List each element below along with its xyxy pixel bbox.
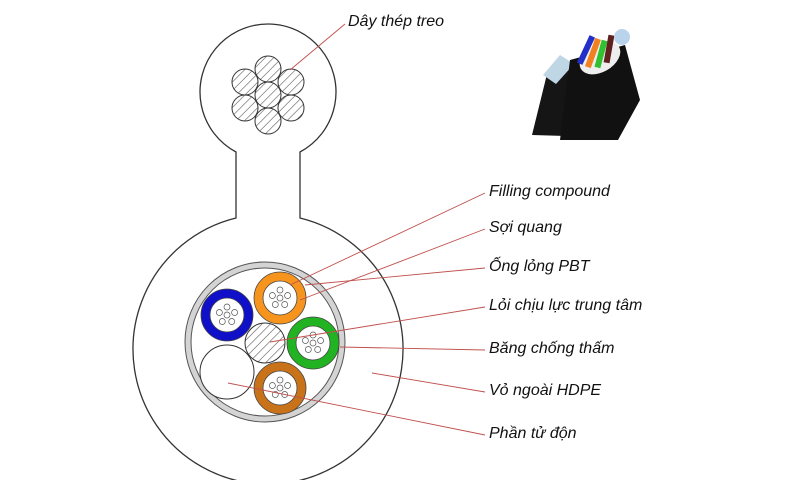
optical-fiber bbox=[276, 286, 284, 294]
label-loose-tube: Ống lỏng PBT bbox=[489, 258, 590, 275]
optical-fiber bbox=[276, 376, 284, 384]
optical-fiber bbox=[281, 301, 289, 308]
loose-tube-brown bbox=[253, 361, 307, 415]
label-messenger-wire: Dây thép treo bbox=[348, 13, 445, 30]
label-central-strength-member: Lỏi chịu lực trung tâm bbox=[489, 297, 643, 314]
optical-fiber bbox=[228, 318, 236, 325]
optical-fiber bbox=[269, 292, 276, 299]
optical-fiber bbox=[309, 339, 317, 347]
leader-lines bbox=[227, 23, 486, 436]
optical-fiber bbox=[223, 303, 231, 311]
loose-tube-green bbox=[286, 316, 340, 370]
label-optical-fiber: Sợi quang bbox=[489, 219, 562, 236]
cable-photo bbox=[532, 29, 640, 140]
messenger-wire bbox=[231, 55, 305, 135]
optical-fiber bbox=[284, 382, 291, 389]
filler-element bbox=[199, 344, 255, 400]
optical-fiber bbox=[216, 309, 223, 316]
optical-fiber bbox=[276, 384, 284, 392]
loose-tube-orange bbox=[253, 271, 307, 325]
optical-fiber bbox=[304, 346, 312, 353]
optical-fiber bbox=[223, 311, 231, 319]
central-strength-member bbox=[244, 322, 286, 364]
optical-fiber bbox=[284, 292, 291, 299]
optical-fiber bbox=[269, 382, 276, 389]
label-outer-sheath: Vỏ ngoài HDPE bbox=[489, 382, 602, 399]
optical-fiber bbox=[302, 337, 309, 344]
label-water-blocking-tape: Băng chống thấm bbox=[489, 340, 615, 357]
label-filler: Phần tử độn bbox=[489, 425, 577, 442]
optical-fiber bbox=[218, 318, 226, 325]
optical-fiber bbox=[276, 294, 284, 302]
loose-tube-blue bbox=[200, 288, 254, 342]
optical-fiber bbox=[231, 309, 238, 316]
optical-fiber bbox=[314, 346, 322, 353]
label-filling-compound: Filling compound bbox=[489, 183, 610, 200]
optical-fiber bbox=[271, 301, 279, 308]
optical-fiber bbox=[317, 337, 324, 344]
